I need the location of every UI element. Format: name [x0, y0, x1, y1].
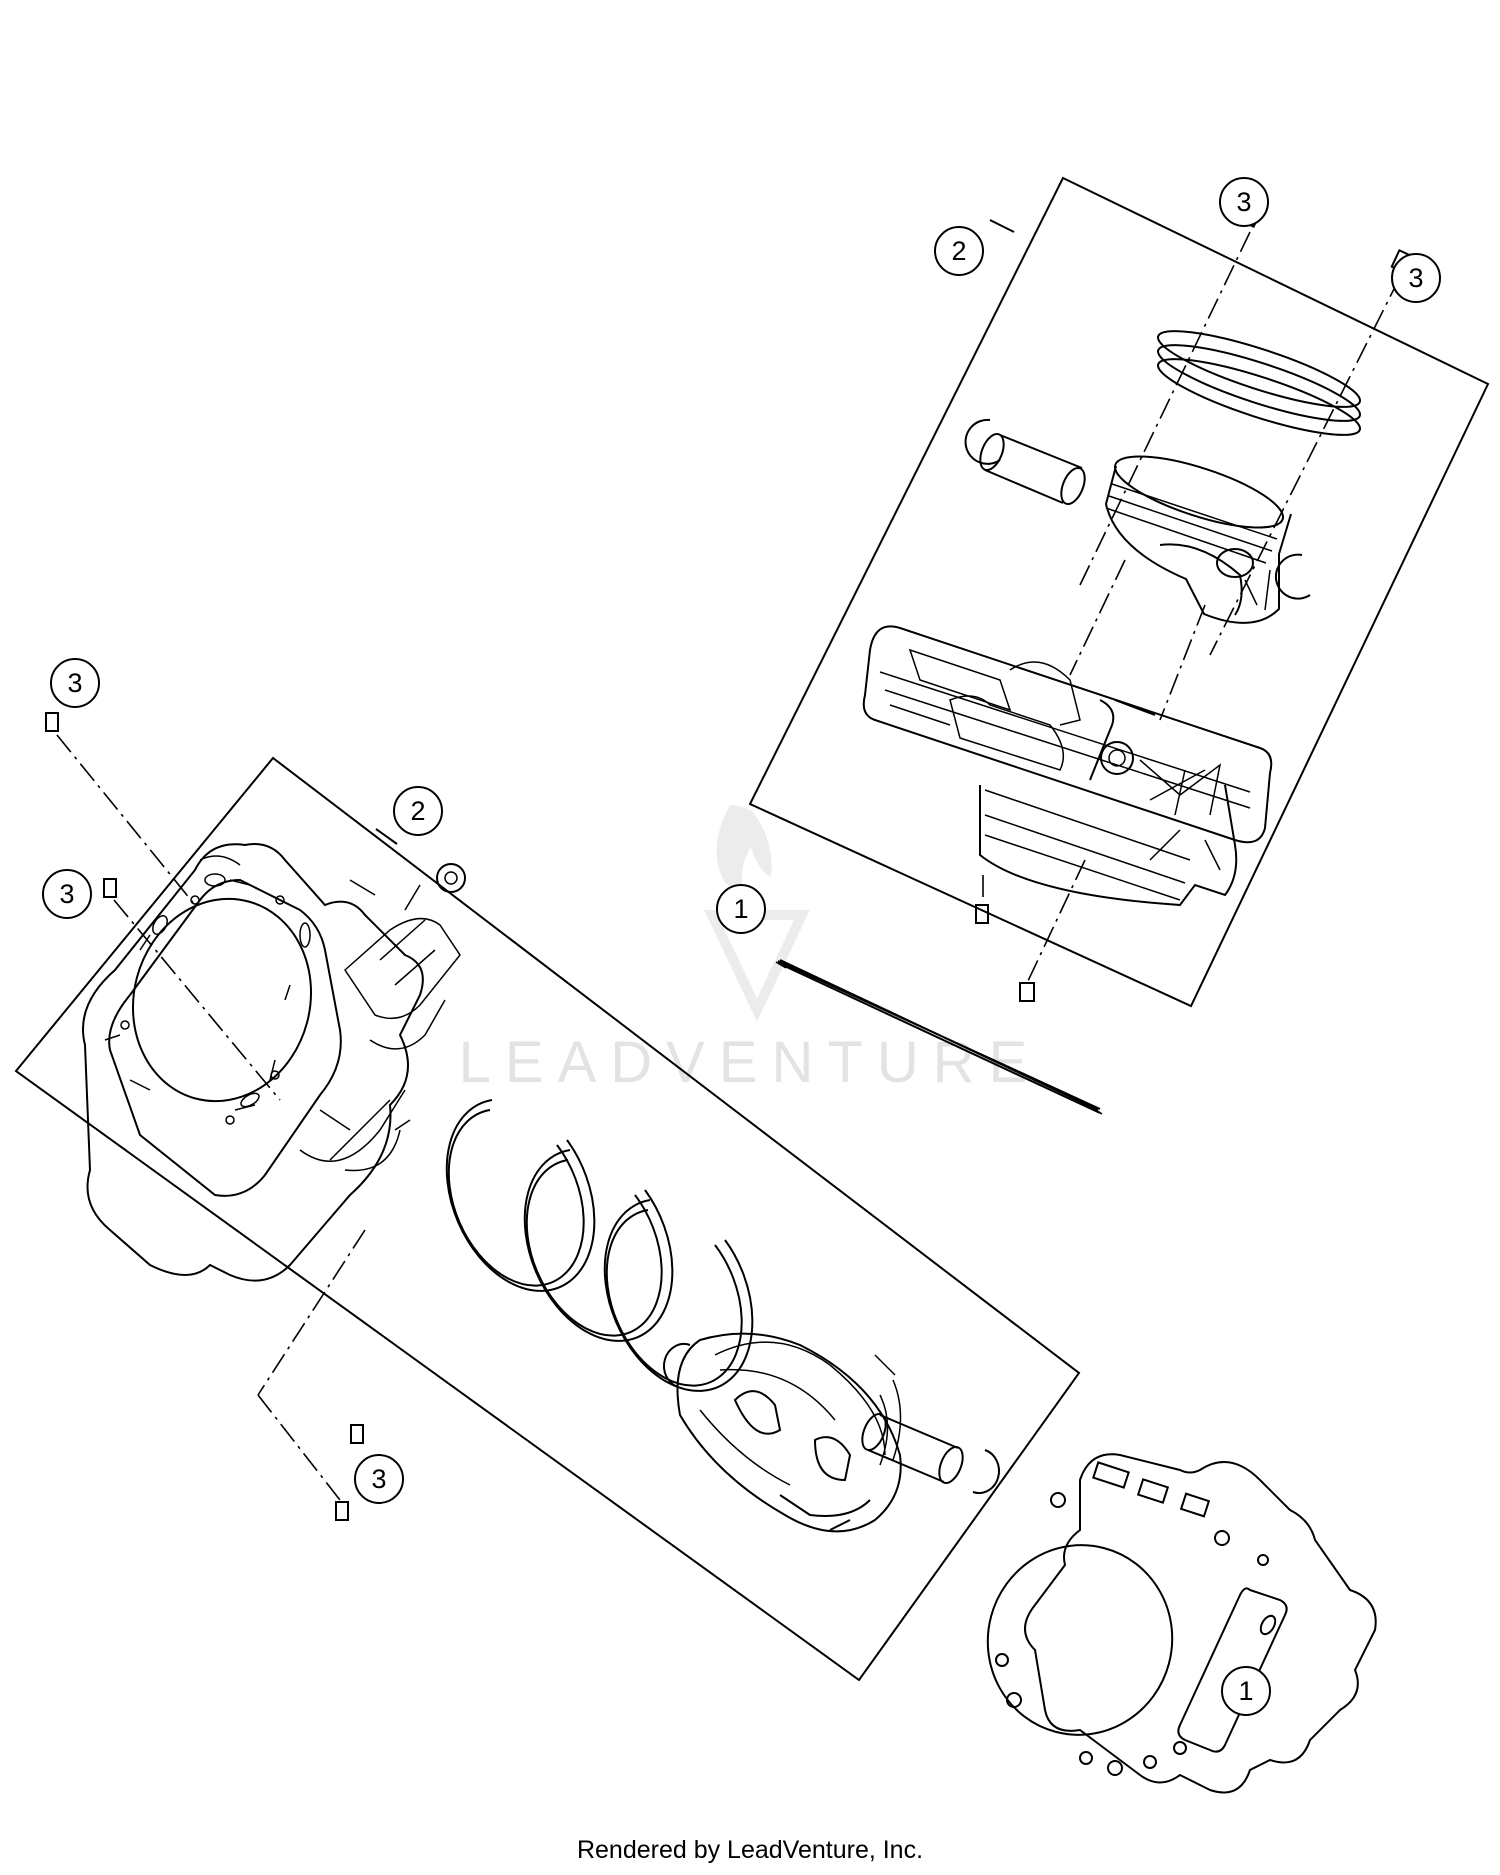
callout-top-1: 1	[716, 884, 766, 934]
centerline	[1079, 231, 1251, 586]
footer-credit: Rendered by LeadVenture, Inc.	[576, 1836, 924, 1864]
centerline	[1159, 604, 1206, 721]
svg-text:2: 2	[410, 796, 425, 826]
dowel-pin-icon	[45, 712, 59, 732]
callout-left-3b: 3	[42, 869, 92, 919]
svg-text:3: 3	[1408, 263, 1423, 293]
callout-left-3a: 3	[50, 658, 100, 708]
watermark-text: LEADVENTURE	[459, 1030, 1042, 1095]
flame-logo-icon	[716, 805, 772, 899]
dowel-pin-icon	[103, 878, 117, 898]
svg-text:1: 1	[1238, 1676, 1253, 1706]
circlip	[964, 418, 1001, 465]
cylinder-head-gasket	[986, 1453, 1377, 1794]
top-assembly-frame	[748, 176, 1490, 1008]
piston-pin	[861, 1412, 964, 1485]
circlip	[1274, 553, 1311, 600]
leader-line	[989, 219, 1015, 233]
piston	[676, 1332, 902, 1533]
gasket-edge	[775, 961, 1103, 1115]
cylinder-bore	[131, 897, 313, 1103]
piston-rings	[445, 1099, 754, 1392]
logo-v-icon	[704, 910, 810, 1022]
centerline	[257, 1394, 341, 1501]
centerline	[1027, 859, 1086, 982]
callout-top-2: 2	[934, 226, 984, 276]
piston	[1104, 455, 1292, 624]
cylinder	[862, 625, 1273, 907]
cylinder-base-gasket	[777, 959, 1101, 1114]
circlip	[663, 1343, 691, 1388]
svg-text:1: 1	[733, 894, 748, 924]
svg-text:3: 3	[1236, 187, 1251, 217]
top-assembly	[748, 176, 1490, 1115]
callout-left-3c: 3	[354, 1454, 404, 1504]
centerline	[1069, 559, 1126, 676]
cylinder-block	[82, 843, 466, 1282]
dowel-pin-icon	[975, 904, 989, 924]
cylinder-boss	[436, 863, 466, 893]
dowel-pin-icon	[335, 1501, 349, 1521]
callout-bottom-1: 1	[1221, 1666, 1271, 1716]
left-assembly-frame	[14, 756, 1081, 1682]
piston-pin	[979, 432, 1086, 506]
callout-top-3a: 3	[1219, 177, 1269, 227]
dowel-pin-icon	[350, 1424, 364, 1444]
left-assembly	[14, 712, 1081, 1682]
watermark: LEADVENTURE	[459, 805, 1042, 1095]
svg-text:3: 3	[67, 668, 82, 698]
centerline	[257, 1229, 366, 1396]
leader-line	[375, 828, 398, 845]
circlip	[972, 1449, 1000, 1494]
callout-left-2: 2	[393, 786, 443, 836]
dowel-pin-icon	[1019, 982, 1035, 1002]
svg-text:2: 2	[951, 236, 966, 266]
callout-top-3b: 3	[1391, 253, 1441, 303]
svg-text:3: 3	[371, 1464, 386, 1494]
svg-text:3: 3	[59, 879, 74, 909]
centerline	[113, 899, 281, 1101]
piston-rings	[1156, 330, 1362, 436]
